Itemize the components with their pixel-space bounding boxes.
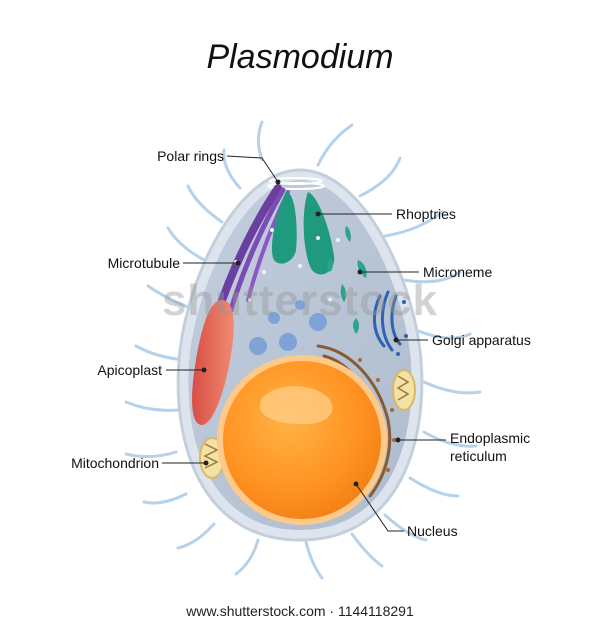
leader-lines bbox=[162, 155, 446, 532]
page-title: Plasmodium bbox=[206, 38, 394, 76]
micronemes bbox=[327, 226, 367, 334]
polar-rings bbox=[267, 177, 325, 190]
label-er-line2: reticulum bbox=[450, 448, 507, 464]
label-mitochondrion: Mitochondrion bbox=[71, 455, 159, 471]
label-golgi-apparatus: Golgi apparatus bbox=[432, 332, 531, 348]
ribosomes bbox=[358, 358, 396, 472]
label-microneme: Microneme bbox=[423, 264, 493, 280]
label-er-line1: Endoplasmic bbox=[450, 430, 531, 446]
label-microtubule: Microtubule bbox=[107, 255, 180, 271]
watermark: shutterstock bbox=[161, 276, 439, 325]
label-rhoptries: Rhoptries bbox=[396, 206, 456, 222]
mitochondrion-right bbox=[392, 369, 416, 411]
label-nucleus: Nucleus bbox=[407, 523, 458, 539]
vesicles bbox=[249, 300, 327, 355]
footer-text: www.shutterstock.com · 1144118291 bbox=[186, 603, 414, 619]
nucleus bbox=[217, 355, 387, 525]
nucleolus-highlight bbox=[259, 386, 333, 425]
flagella bbox=[124, 120, 482, 580]
apicoplast bbox=[192, 300, 234, 425]
footer-bar: www.shutterstock.com · 1144118291 bbox=[0, 601, 600, 620]
label-polar-rings: Polar rings bbox=[157, 148, 224, 164]
label-apicoplast: Apicoplast bbox=[97, 362, 162, 378]
rhoptries bbox=[271, 192, 335, 275]
golgi-vesicles bbox=[396, 300, 408, 356]
